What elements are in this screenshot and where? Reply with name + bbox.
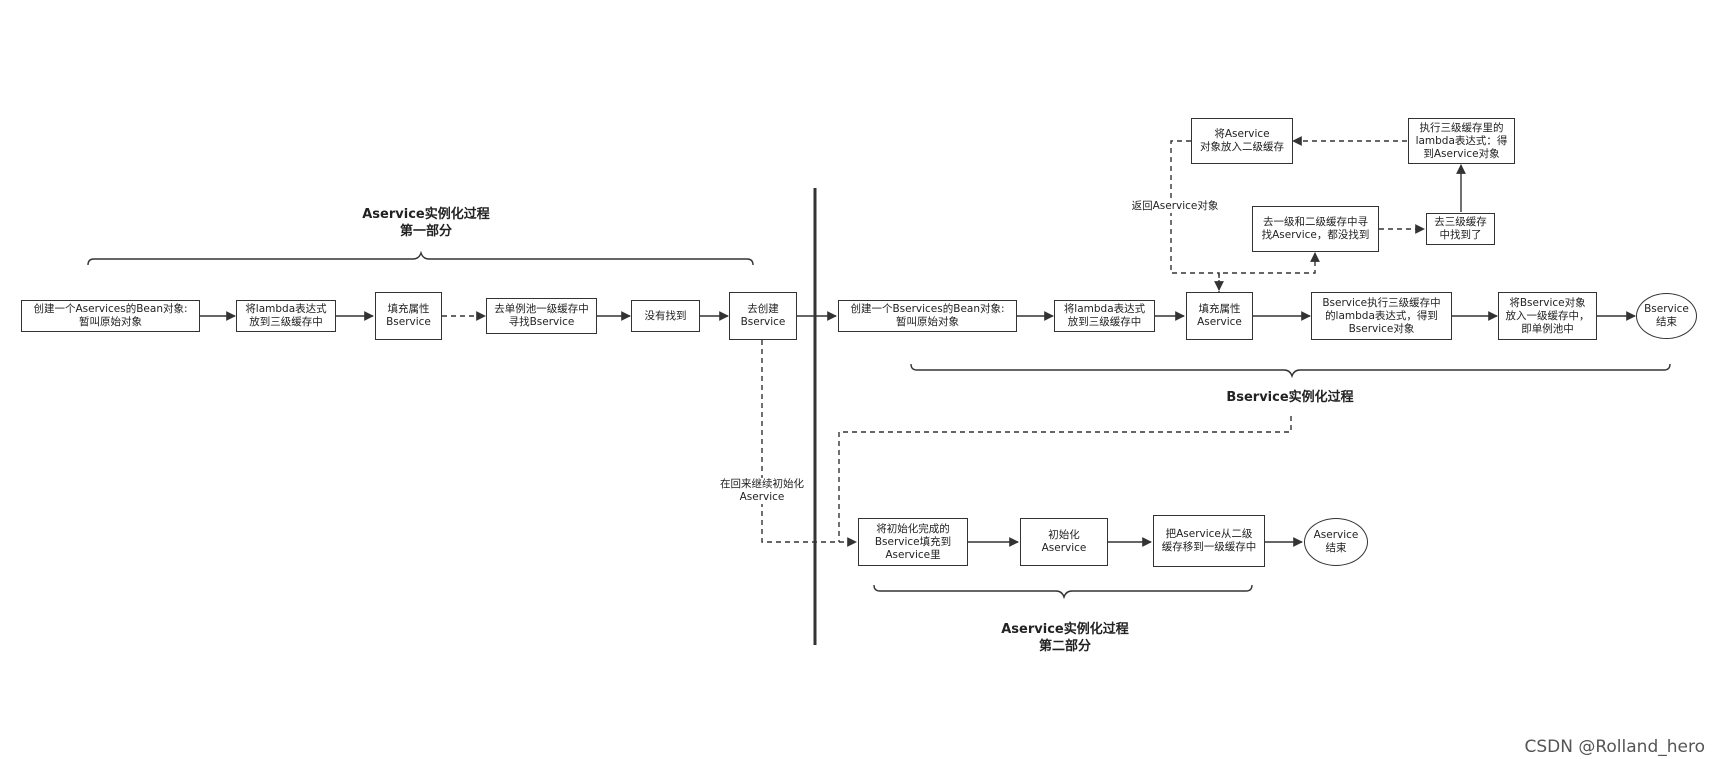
node-b-put: 将Bservice对象 放入一级缓存中， 即单例池中 [1498, 292, 1597, 340]
node-b-lambda: 将lambda表达式 放到三级缓存中 [1054, 300, 1155, 332]
brace-a-part2 [873, 584, 1253, 600]
node-a-notfound: 没有找到 [631, 300, 700, 332]
watermark: CSDN @Rolland_hero [1524, 737, 1705, 757]
node-a-lookup: 去单例池一级缓存中 寻找Bservice [486, 298, 597, 334]
node-b-end: Bservice 结束 [1636, 293, 1697, 339]
node-c-search12: 去一级和二级缓存中寻 找Aservice，都没找到 [1252, 206, 1379, 252]
title-a-part2: Aservice实例化过程 第二部分 [1001, 622, 1129, 654]
edge-return-a [1170, 140, 1224, 291]
title-b-process: Bservice实例化过程 [1226, 390, 1354, 405]
brace-a-part1 [87, 250, 754, 266]
label-continue-init: 在回来继续初始化 Aservice [712, 478, 812, 504]
node-b-create: 创建一个Bservices的Bean对象: 暂叫原始对象 [838, 300, 1017, 332]
node-a2-end: Aservice 结束 [1304, 518, 1368, 566]
node-b-exec: Bservice执行三级缓存中 的lambda表达式，得到 Bservice对象 [1311, 292, 1452, 340]
node-a2-move: 把Aservice从二级 缓存移到一级缓存中 [1153, 515, 1265, 567]
node-c-search3: 去三级缓存 中找到了 [1426, 213, 1495, 245]
title-a-part1: Aservice实例化过程 第一部分 [362, 207, 490, 239]
node-a-fill: 填充属性 Bservice [375, 292, 442, 340]
node-c-exec: 执行三级缓存里的 lambda表达式：得 到Aservice对象 [1408, 118, 1515, 164]
node-a-create: 创建一个Aservices的Bean对象: 暂叫原始对象 [21, 300, 200, 332]
node-c-put2: 将Aservice 对象放入二级缓存 [1191, 118, 1293, 164]
node-a-lambda: 将lambda表达式 放到三级缓存中 [236, 300, 336, 332]
brace-b-process [910, 363, 1671, 379]
label-return-a: 返回Aservice对象 [1120, 200, 1230, 213]
node-a2-init: 初始化 Aservice [1020, 518, 1108, 566]
edge-bend-to-a2 [838, 416, 1292, 542]
node-a-gocreate: 去创建 Bservice [729, 292, 797, 340]
node-b-fill: 填充属性 Aservice [1186, 292, 1253, 340]
node-a2-fill: 将初始化完成的 Bservice填充到 Aservice里 [858, 518, 968, 566]
edge-continue-init [761, 340, 857, 547]
edge-fill-to-search [1218, 252, 1320, 296]
